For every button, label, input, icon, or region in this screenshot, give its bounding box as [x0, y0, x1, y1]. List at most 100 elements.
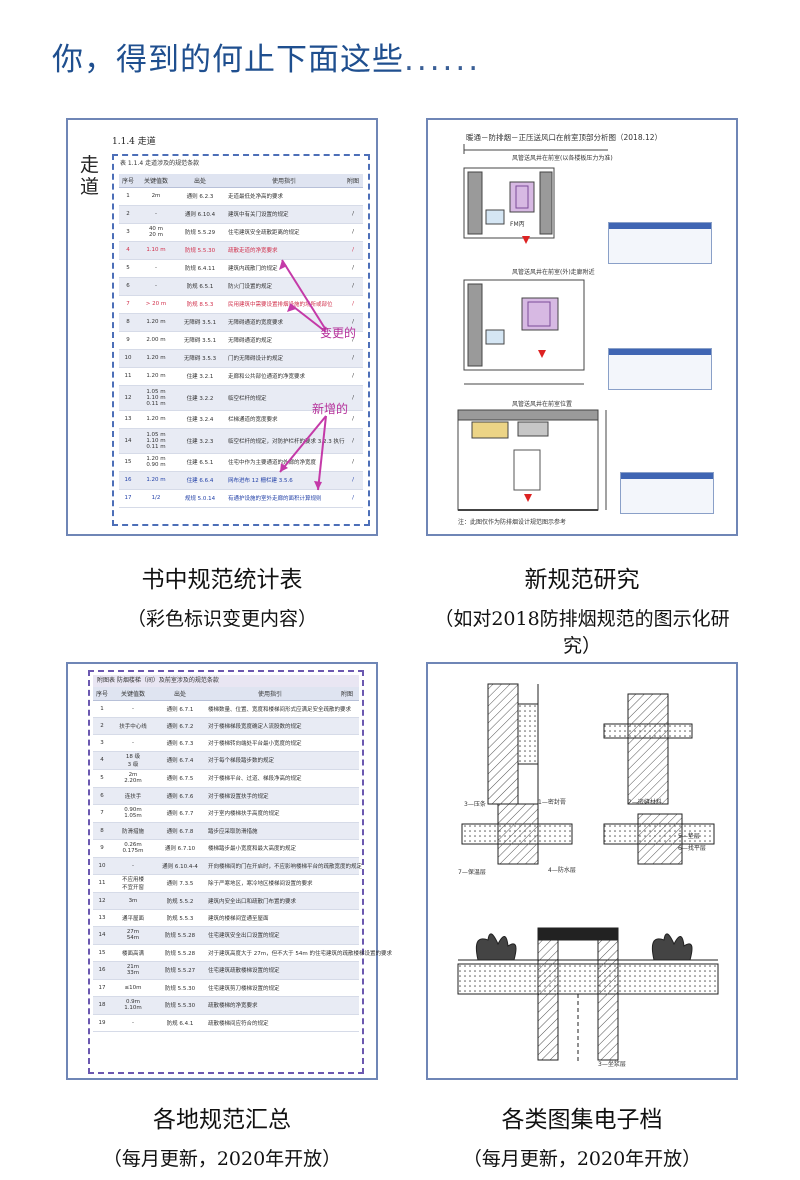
table-cell-key: 1.20 m 0.90 m: [137, 453, 175, 472]
note-changed: 变更的: [320, 326, 357, 340]
table-cell-use: 疏散楼梯的净宽要求: [205, 996, 335, 1015]
table-cell-key: -: [111, 1014, 155, 1032]
construction-details-drawing: [457, 683, 719, 1064]
column-header: 使用指引: [225, 174, 343, 188]
table-cell-fig: /: [343, 428, 363, 454]
table-cell-no: 15: [119, 453, 137, 472]
table-cell-use: 走廊和公共部位通道的净宽要求: [225, 367, 343, 386]
regional-table-wrap: 附图表 防烟楼梯（间）及前室涉及的规范条款 序号关键值数出处使用指引附图 1-通…: [93, 675, 392, 1032]
column-header: 出处: [155, 687, 205, 701]
table-cell-key: 2m 2.20m: [111, 769, 155, 788]
table-cell-use: 有通护设施的室外走廊的面积计算规则: [225, 489, 343, 508]
table-cell-key: 1.20 m: [137, 313, 175, 332]
table-cell-fig: [335, 857, 359, 875]
table-cell-no: 8: [119, 313, 137, 332]
table-cell-key: 防滑措施: [111, 822, 155, 840]
table-cell-key: 1.20 m: [137, 349, 175, 368]
table-cell-fig: /: [343, 349, 363, 368]
table-cell-src: 通则 6.7.5: [155, 769, 205, 788]
red-arrow-1: [522, 236, 530, 244]
table-cell-no: 2: [119, 205, 137, 224]
table-cell-use: 对于楼梯转向端处平台最小宽度的规定: [205, 734, 335, 752]
table-cell-no: 9: [119, 331, 137, 350]
table-cell-key: 1.20 m: [137, 410, 175, 429]
column-header: 附图: [335, 687, 359, 701]
caption-subtitle: （如对2018防排烟规范的图示化研究）: [434, 608, 730, 657]
table-cell-fig: [335, 996, 359, 1015]
table-cell-fig: /: [343, 489, 363, 508]
table-cell-src: 住建 3.2.4: [175, 410, 225, 429]
caption-subtitle: （彩色标识变更内容）: [126, 608, 317, 630]
table-cell-key: 连扶手: [111, 787, 155, 805]
table-cell-key: 1.05 m 1.10 m 0.11 m: [137, 385, 175, 411]
table-cell-key: -: [137, 277, 175, 296]
table-cell-fig: [335, 787, 359, 805]
table-cell-key: 2.00 m: [137, 331, 175, 350]
table-cell-no: 1: [119, 187, 137, 206]
panel-spec-table[interactable]: 走道 1.1.4 走道 表 1.1.4 走道涉及的规范条款 序号关键值数出处使用…: [66, 118, 378, 536]
table-cell-src: 通则 6.7.7: [155, 804, 205, 823]
table-cell-no: 19: [93, 1014, 111, 1032]
table-cell-src: 防规 5.5.29: [175, 223, 225, 242]
table-cell-no: 4: [119, 241, 137, 260]
caption-title: 各地规范汇总: [153, 1107, 291, 1133]
table-cell-no: 13: [119, 410, 137, 429]
panel-new-spec-research[interactable]: 暖通－防排烟－正压送风口在前室顶部分析图（2018.12）: [426, 118, 738, 536]
label-sealant: 1—密封膏: [538, 799, 566, 806]
table-cell-use: 对于楼梯设置扶手的规定: [205, 787, 335, 805]
table-cell-no: 16: [119, 471, 137, 490]
table-header-row: 序号关键值数出处使用指引附图: [119, 174, 363, 188]
table-cell-key: 1.10 m: [137, 241, 175, 260]
plan-label-1: 风管送风井在前室(以各楼板压力为准): [512, 155, 613, 162]
panel-atlas-drawings[interactable]: 3—压条 1—密封膏 2—嵌缝材料 4—防水层 5—垫层 6—找平层 7—保温层…: [426, 662, 738, 1080]
table-cell-use: 建筑中有关门设置的规定: [225, 205, 343, 224]
table-cell-no: 11: [93, 874, 111, 893]
table-cell-key: 扶手中心线: [111, 717, 155, 735]
table-cell-src: 通则 6.7.8: [155, 822, 205, 840]
table-cell-key: 1.20 m: [137, 367, 175, 386]
table-cell-src: 防规 5.5.28: [155, 944, 205, 962]
table-cell-src: 无障碍 3.5.3: [175, 349, 225, 368]
table-cell-use: 无障碍通道的规定: [225, 331, 343, 350]
caption-spec-table: 书中规范统计表 （彩色标识变更内容）: [66, 560, 378, 631]
caption-regional-specs: 各地规范汇总 （每月更新，2020年开放）: [66, 1100, 378, 1171]
table-cell-no: 7: [119, 295, 137, 314]
table-cell-no: 17: [93, 979, 111, 997]
red-arrow-2: [538, 350, 546, 358]
table-cell-use: 住宅建筑安全疏散距离的规定: [225, 223, 343, 242]
table-cell-no: 12: [119, 385, 137, 411]
panel-regional-specs[interactable]: 附图表 防烟楼梯（间）及前室涉及的规范条款 序号关键值数出处使用指引附图 1-通…: [66, 662, 392, 1080]
table-cell-src: 防规 6.5.1: [175, 277, 225, 296]
table-cell-src: 通则 6.10.4-4: [155, 857, 205, 875]
table-cell-fig: /: [343, 295, 363, 314]
table-cell-src: 通则 6.7.10: [155, 839, 205, 858]
table-cell-fig: [335, 804, 359, 823]
label-cushion: 5—垫层: [678, 833, 700, 840]
table-caption: 附图表 防烟楼梯（间）及前室涉及的规范条款: [93, 675, 359, 687]
caption-atlas-drawings: 各类图集电子档 （每月更新，2020年开放）: [426, 1100, 738, 1171]
table-cell-key: 通平屋面: [111, 909, 155, 927]
red-arrow-3: [524, 494, 532, 502]
table-cell-src: 防规 5.5.3: [155, 909, 205, 927]
table-cell-no: 11: [119, 367, 137, 386]
table-cell-no: 6: [93, 787, 111, 805]
table-cell-fig: [335, 717, 359, 735]
table-cell-use: 踏步应采取防滑措施: [205, 822, 335, 840]
table-cell-key: 2m: [137, 187, 175, 206]
